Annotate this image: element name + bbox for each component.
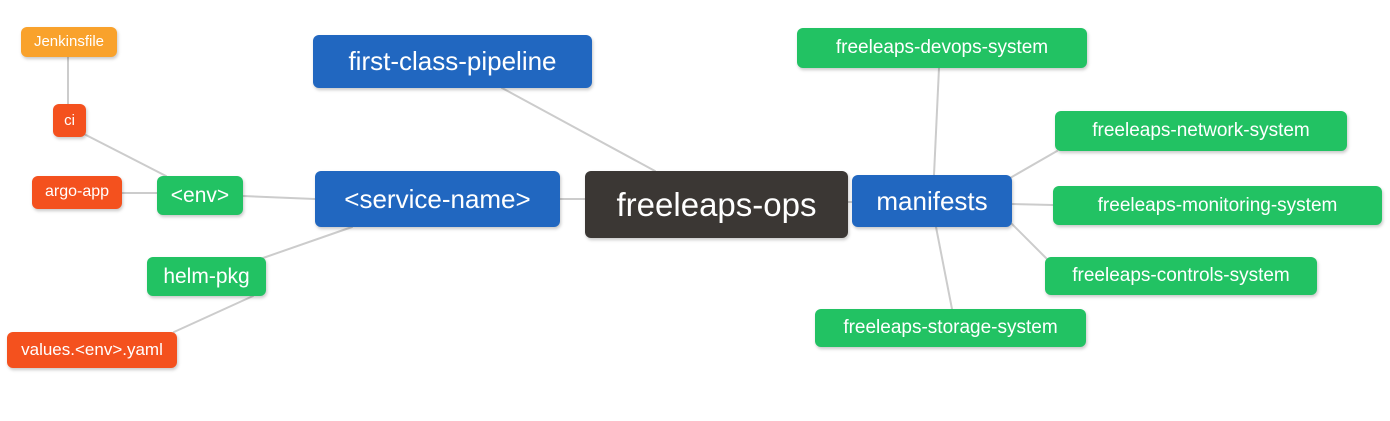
node-label: freeleaps-network-system [1092, 120, 1310, 141]
node-label: helm-pkg [163, 264, 250, 288]
node-env[interactable]: <env> [157, 176, 243, 215]
node-devops-system[interactable]: freeleaps-devops-system [797, 28, 1087, 68]
node-controls-system[interactable]: freeleaps-controls-system [1045, 257, 1317, 295]
node-argo-app[interactable]: argo-app [32, 176, 122, 209]
node-label: <service-name> [344, 183, 531, 214]
edge-helm-pkg-to-values-env-yaml [173, 295, 254, 333]
node-label: freeleaps-devops-system [835, 37, 1049, 58]
node-helm-pkg[interactable]: helm-pkg [147, 257, 266, 296]
node-label: Jenkinsfile [33, 33, 105, 50]
node-freeleaps-ops[interactable]: freeleaps-ops [585, 171, 848, 238]
node-manifests[interactable]: manifests [852, 175, 1012, 227]
edge-manifests-to-controls-system [1011, 223, 1047, 259]
node-first-class-pipeline[interactable]: first-class-pipeline [313, 35, 592, 88]
edge-manifests-to-devops-system [933, 67, 940, 176]
node-label: freeleaps-storage-system [843, 317, 1058, 338]
node-label: freeleaps-monitoring-system [1097, 194, 1338, 216]
node-label: <env> [170, 183, 230, 207]
edge-manifests-to-monitoring-system [1011, 203, 1054, 206]
node-ci[interactable]: ci [53, 104, 86, 137]
node-jenkinsfile[interactable]: Jenkinsfile [21, 27, 117, 57]
node-values-env-yaml[interactable]: values.<env>.yaml [7, 332, 177, 368]
node-service-name[interactable]: <service-name> [315, 171, 560, 227]
edge-manifests-to-storage-system [935, 226, 953, 310]
node-label: values.<env>.yaml [21, 340, 163, 359]
edge-service-name-to-helm-pkg [262, 226, 353, 259]
node-storage-system[interactable]: freeleaps-storage-system [815, 309, 1086, 347]
node-label: freeleaps-controls-system [1072, 265, 1290, 286]
node-label: first-class-pipeline [348, 46, 557, 76]
node-label: argo-app [44, 183, 110, 200]
node-label: manifests [876, 185, 988, 216]
node-monitoring-system[interactable]: freeleaps-monitoring-system [1053, 186, 1382, 225]
edge-manifests-to-network-system [1009, 150, 1058, 179]
edge-ci-to-env [83, 133, 167, 177]
node-label: ci [64, 111, 75, 129]
edge-first-class-pipeline-to-freeleaps-ops [501, 87, 656, 172]
node-label: freeleaps-ops [616, 185, 817, 223]
node-network-system[interactable]: freeleaps-network-system [1055, 111, 1347, 151]
edge-env-to-service-name [242, 195, 316, 200]
